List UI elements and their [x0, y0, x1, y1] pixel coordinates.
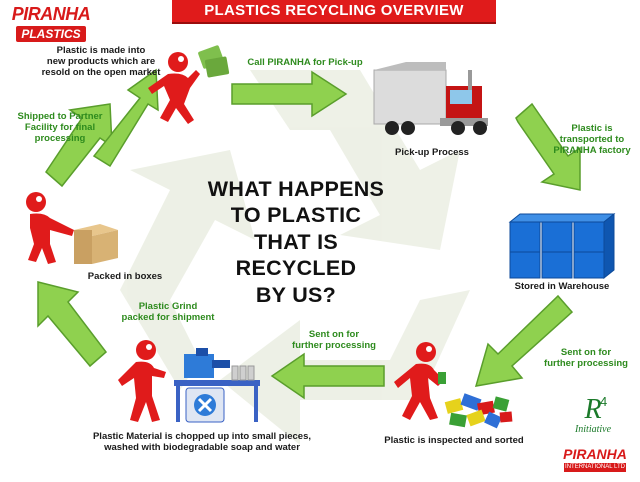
r4-letter: R — [584, 394, 602, 425]
cardboard-box-icon — [74, 224, 118, 264]
truck-icon — [373, 62, 488, 135]
arrow-shipped-to-products — [92, 68, 159, 168]
center-question: WHAT HAPPENS TO PLASTIC THAT IS RECYCLED… — [207, 177, 385, 307]
plastic-pieces-icon — [444, 393, 513, 429]
worker-money-figure — [148, 45, 230, 124]
intl-line1: PIRANHA — [563, 446, 627, 462]
arrow-boxes-to-shipped — [45, 103, 113, 188]
label-warehouse: Stored in Warehouse — [514, 281, 610, 292]
piranha-international-logo: PIRANHA INTERNATIONAL LTD — [562, 446, 628, 474]
label-chopped: Plastic Material is chopped up into smal… — [92, 431, 312, 453]
label-inspected: Plastic is inspected and sorted — [384, 435, 524, 446]
arrow-truck-to-warehouse — [515, 102, 581, 191]
label-sent-right: Sent on for further processing — [544, 347, 628, 369]
label-grind: Plastic Grind packed for shipment — [121, 301, 215, 323]
arrow-call-to-truck — [231, 70, 348, 118]
arrow-inspect-to-chop — [270, 352, 385, 400]
arrow-warehouse-to-inspect — [474, 294, 574, 387]
label-transported: Plastic is transported to PIRANHA factor… — [553, 123, 631, 156]
warehouse-cubes-icon — [508, 212, 616, 280]
label-shipped: Shipped to Partner Facility for final pr… — [17, 111, 103, 144]
grinder-machine-icon — [174, 348, 260, 423]
inspector-figure — [394, 342, 446, 420]
r4-initiative-logo: R 4 Initiative — [562, 394, 624, 440]
piranha-plastics-logo: PIRANHA PLASTICS — [6, 4, 96, 48]
label-pickup-process: Pick-up Process — [395, 147, 469, 158]
label-boxes: Packed in boxes — [87, 271, 163, 282]
box-packer-figure — [26, 192, 74, 264]
arrow-chop-to-boxes — [37, 281, 108, 368]
label-call-pickup: Call PIRANHA for Pick-up — [247, 57, 363, 68]
intl-line2: INTERNATIONAL LTD — [564, 463, 626, 472]
logo-line1: PIRANHA — [11, 4, 91, 24]
logo-line2: PLASTICS — [16, 26, 86, 42]
r4-caption: Initiative — [574, 424, 612, 435]
flow-arrows — [37, 68, 581, 400]
label-new-products: Plastic is made into new products which … — [41, 45, 161, 78]
r4-superscript: 4 — [600, 394, 608, 409]
label-sent-mid: Sent on for further processing — [292, 329, 376, 351]
page-title: PLASTICS RECYCLING OVERVIEW — [172, 0, 496, 24]
machine-operator-figure — [118, 340, 166, 422]
